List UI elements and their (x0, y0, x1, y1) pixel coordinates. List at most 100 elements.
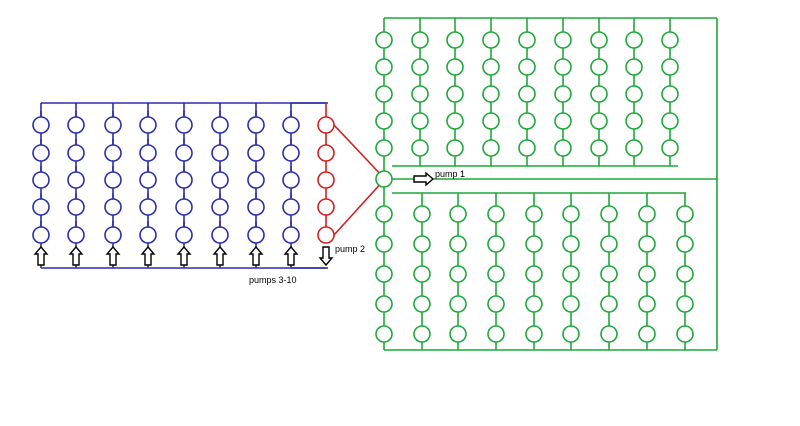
green-top-node (375, 112, 393, 130)
blue-node (282, 116, 300, 134)
green-top-node (446, 139, 464, 157)
green-top-node (375, 139, 393, 157)
blue-node (247, 116, 265, 134)
green-top-node (625, 58, 643, 76)
green-top-node (446, 112, 464, 130)
green-bottom-node (562, 295, 580, 313)
green-top-node (446, 31, 464, 49)
green-bottom-node (375, 265, 393, 283)
green-bottom-node (413, 295, 431, 313)
green-bottom-node (600, 295, 618, 313)
blue-node (247, 171, 265, 189)
blue-node (67, 171, 85, 189)
blue-node (175, 144, 193, 162)
red-feed-bottom (333, 179, 385, 236)
green-bottom-node (638, 265, 656, 283)
blue-node (32, 171, 50, 189)
green-top-node (411, 31, 429, 49)
red-node (317, 198, 335, 216)
green-top-node (661, 85, 679, 103)
green-top-node (590, 31, 608, 49)
red-node (317, 116, 335, 134)
green-top-node (375, 31, 393, 49)
green-top-node (554, 85, 572, 103)
blue-node (67, 144, 85, 162)
green-bottom-node (676, 205, 694, 223)
green-bottom-node (676, 235, 694, 253)
green-bottom-node (449, 325, 467, 343)
blue-node (139, 226, 157, 244)
green-top-node (661, 31, 679, 49)
green-top-node (411, 85, 429, 103)
green-top-node (518, 112, 536, 130)
hub-node (375, 170, 393, 188)
pump-1-label: pump 1 (435, 169, 465, 179)
green-bottom-node (525, 235, 543, 253)
green-top-node (590, 58, 608, 76)
green-top-node (661, 58, 679, 76)
pump-arrow-up-icon (105, 245, 121, 266)
blue-node (32, 144, 50, 162)
blue-node (32, 198, 50, 216)
blue-node (211, 171, 229, 189)
green-bottom-node (525, 265, 543, 283)
blue-pipe-array (32, 102, 328, 269)
green-top-node (446, 85, 464, 103)
green-bottom-node (638, 325, 656, 343)
green-bottom-node (525, 295, 543, 313)
green-pipe-array (375, 17, 718, 351)
blue-node (211, 116, 229, 134)
green-top-node (554, 31, 572, 49)
blue-node (139, 171, 157, 189)
green-bottom-node (676, 265, 694, 283)
green-bottom-node (676, 325, 694, 343)
green-bottom-node (487, 265, 505, 283)
blue-node (139, 198, 157, 216)
green-bottom-node (487, 325, 505, 343)
red-node (317, 144, 335, 162)
blue-node (32, 226, 50, 244)
pump-arrow-right-icon (413, 171, 435, 187)
blue-node (211, 226, 229, 244)
pump-arrow-down-icon (318, 246, 334, 267)
pump-arrow-up-icon (248, 245, 264, 266)
blue-node (282, 144, 300, 162)
green-top-node (554, 139, 572, 157)
green-bottom-node (413, 325, 431, 343)
red-feed-top (333, 124, 385, 179)
green-top-node (554, 58, 572, 76)
green-bottom-node (449, 265, 467, 283)
blue-node (104, 144, 122, 162)
pump-arrow-up-icon (140, 245, 156, 266)
green-bottom-node (638, 295, 656, 313)
pump-arrow-up-icon (33, 245, 49, 266)
green-top-node (661, 112, 679, 130)
green-top-node (590, 85, 608, 103)
green-bottom-node (600, 265, 618, 283)
blue-node (247, 198, 265, 216)
green-bottom-node (449, 235, 467, 253)
pump-arrow-up-icon (68, 245, 84, 266)
blue-node (67, 226, 85, 244)
green-top-node (590, 112, 608, 130)
green-top-node (482, 139, 500, 157)
green-bottom-node (562, 235, 580, 253)
green-bottom-node (676, 295, 694, 313)
green-top-node (554, 112, 572, 130)
green-top-node (411, 139, 429, 157)
green-bottom-node (487, 235, 505, 253)
green-top-node (482, 58, 500, 76)
blue-node (175, 171, 193, 189)
green-top-node (625, 31, 643, 49)
green-bottom-node (600, 325, 618, 343)
green-bottom-node (413, 235, 431, 253)
blue-node (139, 144, 157, 162)
red-node (317, 171, 335, 189)
blue-node (67, 198, 85, 216)
green-top-node (625, 112, 643, 130)
green-top-node (375, 85, 393, 103)
green-top-node (661, 139, 679, 157)
green-bottom-node (375, 235, 393, 253)
green-top-node (411, 58, 429, 76)
green-top-node (482, 112, 500, 130)
